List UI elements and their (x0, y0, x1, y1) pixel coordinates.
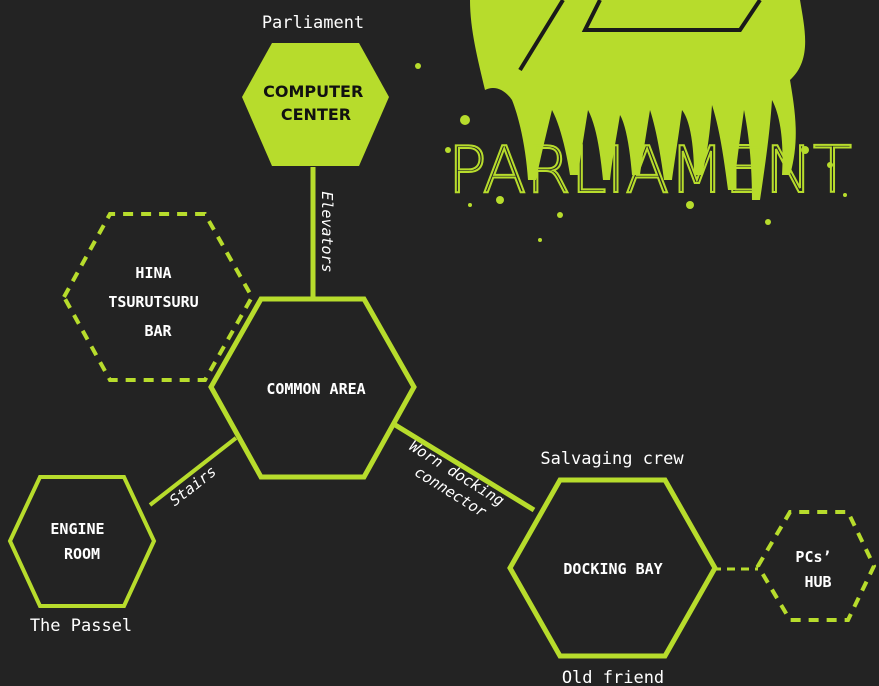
docking-connector-label: Worn docking connector (396, 437, 515, 531)
hina-bar-label: HINA TSURUTSURU BAR (108, 264, 207, 340)
computer-center-line-2: CENTER (281, 105, 351, 124)
connections (148, 167, 758, 571)
engine-room-line-1: ENGINE (50, 520, 104, 538)
pcs-hub-label: PCs’ HUB (795, 548, 840, 591)
hina-bar-line-1: HINA (135, 264, 171, 282)
computer-center-label: COMPUTER CENTER (263, 82, 369, 124)
pcs-hub-line-1: PCs’ (795, 548, 831, 566)
logo-wordmark: PARLIAMENT (448, 134, 852, 208)
computer-center-hex (242, 43, 389, 166)
logo-triangle-outline (518, 0, 762, 72)
hina-bar-line-3: BAR (144, 322, 172, 340)
salvaging-crew-annotation: Salvaging crew (540, 449, 684, 469)
the-passel-annotation: The Passel (30, 616, 132, 636)
stairs-connector (148, 436, 238, 507)
engine-room-hex (7, 475, 157, 608)
pcs-hub-line-2: HUB (804, 573, 831, 591)
common-area-label: COMMON AREA (266, 380, 365, 398)
pcs-hub-hex (755, 510, 877, 622)
docking-bay-hex (507, 477, 718, 659)
annotations: Parliament Salvaging crew Old friend The… (30, 13, 685, 686)
engine-room-label: ENGINE ROOM (50, 520, 113, 563)
parliament-logo: PARLIAMENT (415, 0, 853, 242)
slime-drip-triangle-logo (415, 0, 847, 242)
engine-room-line-2: ROOM (64, 545, 100, 563)
docking-bay-label: DOCKING BAY (563, 560, 662, 578)
hina-bar-hex (61, 212, 255, 382)
elevators-label: Elevators (318, 191, 336, 272)
computer-center-line-1: COMPUTER (263, 82, 363, 101)
old-friend-annotation: Old friend (562, 668, 664, 686)
room-nodes: COMPUTER CENTER HINA TSURUTSURU BAR COMM… (7, 43, 877, 659)
parliament-annotation: Parliament (262, 13, 364, 33)
hina-bar-line-2: TSURUTSURU (108, 293, 198, 311)
docking-connector (390, 420, 536, 513)
common-area-hex (208, 296, 417, 480)
